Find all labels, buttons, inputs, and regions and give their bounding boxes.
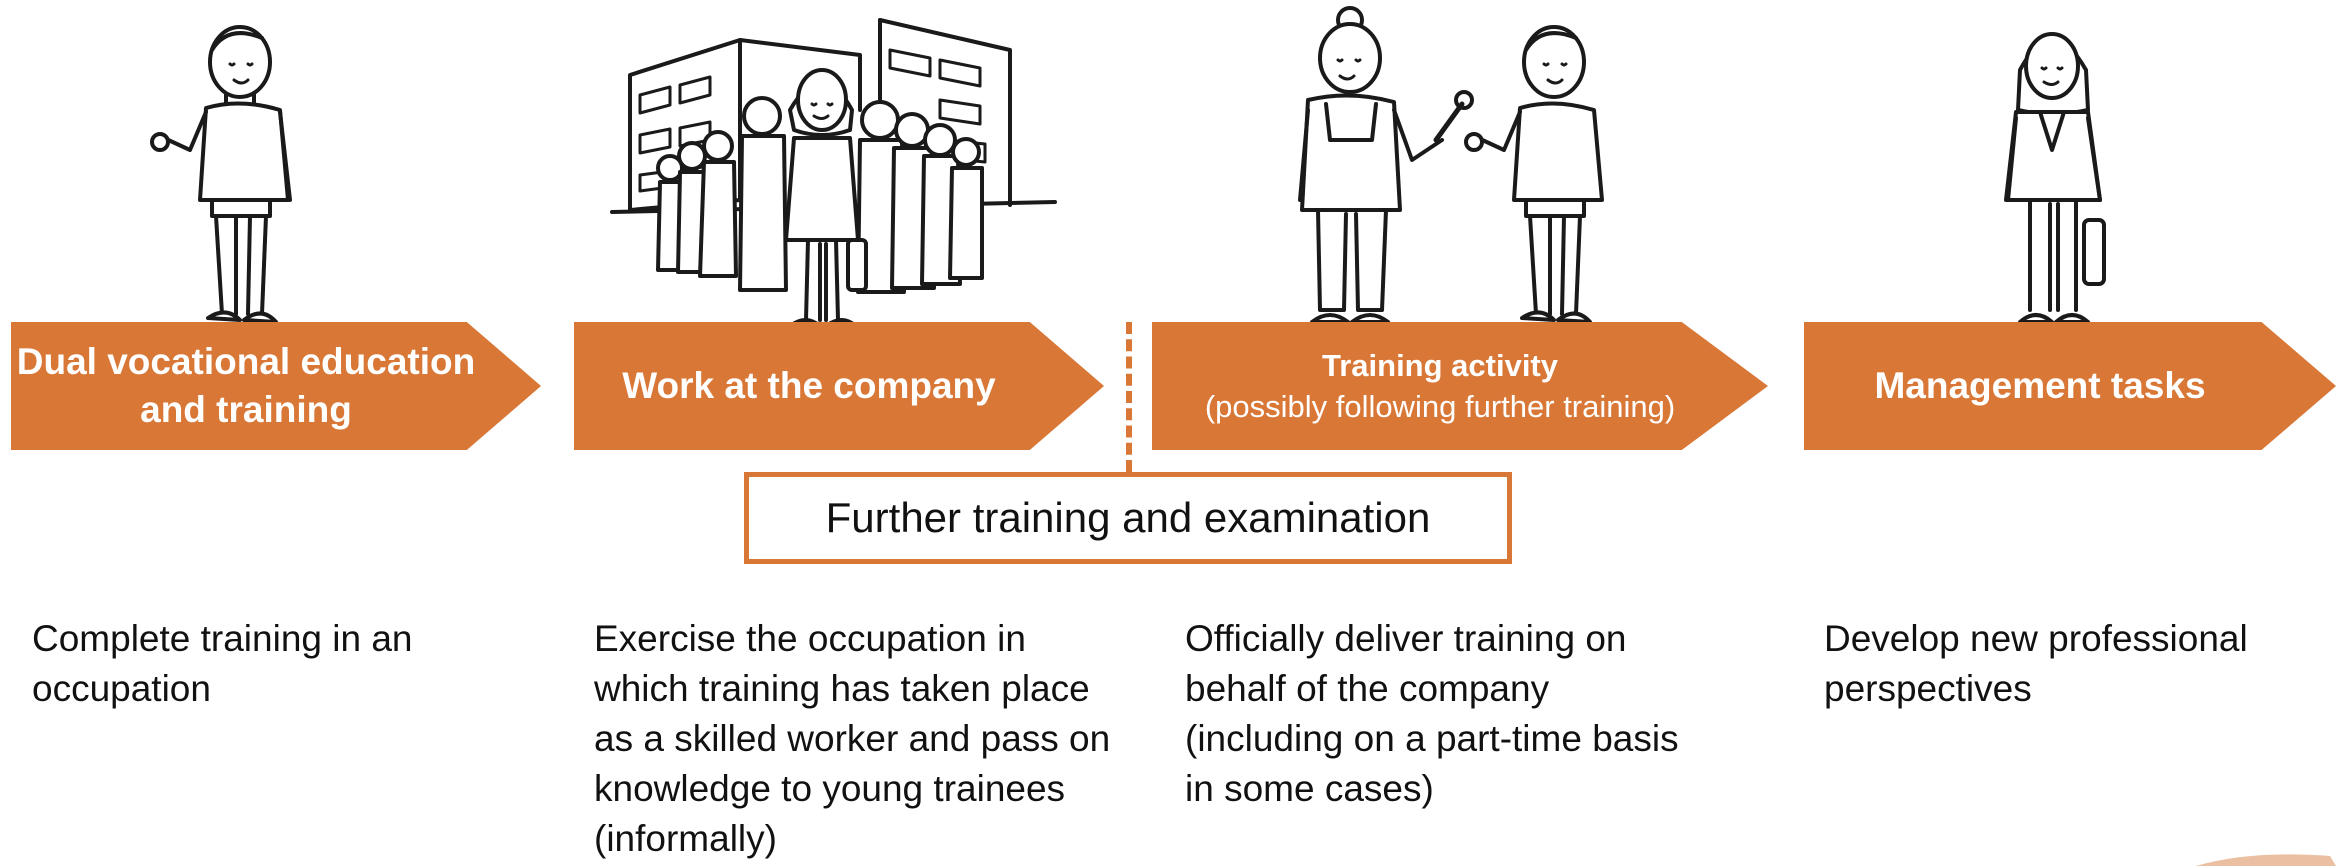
manager-with-briefcase-icon: [2004, 32, 2106, 324]
step-description: Exercise the occupation in which trainin…: [594, 618, 1111, 859]
step-arrow-work-company: Work at the company: [574, 322, 1104, 450]
step-arrow-dual-vet: Dual vocational education and training: [11, 322, 541, 450]
building-with-group-icon: [610, 18, 1057, 328]
step-description: Officially deliver training on behalf of…: [1185, 618, 1679, 809]
step-title: Work at the company: [622, 365, 996, 406]
step-arrow-training-activity: Training activity (possibly following fu…: [1152, 322, 1768, 450]
step-arrow-management: Management tasks: [1804, 322, 2336, 450]
step-description: Complete training in an occupation: [32, 618, 413, 709]
further-training-label: Further training and examination: [825, 494, 1431, 541]
dashed-connector: [1126, 322, 1132, 472]
step-description: Develop new professional perspectives: [1824, 618, 2248, 709]
further-training-box: Further training and examination: [744, 472, 1512, 564]
brush-stroke-decoration: [2196, 854, 2336, 866]
illustrations: [150, 6, 2106, 328]
step-subtitle: (possibly following further training): [1204, 389, 1676, 424]
step-title: Dual vocational education and training: [16, 341, 476, 430]
worker-with-wrench-and-person-icon: [1298, 6, 1604, 324]
person-waving-icon: [150, 25, 292, 324]
step-title: Training activity: [1321, 348, 1558, 383]
step-title: Management tasks: [1874, 365, 2206, 406]
